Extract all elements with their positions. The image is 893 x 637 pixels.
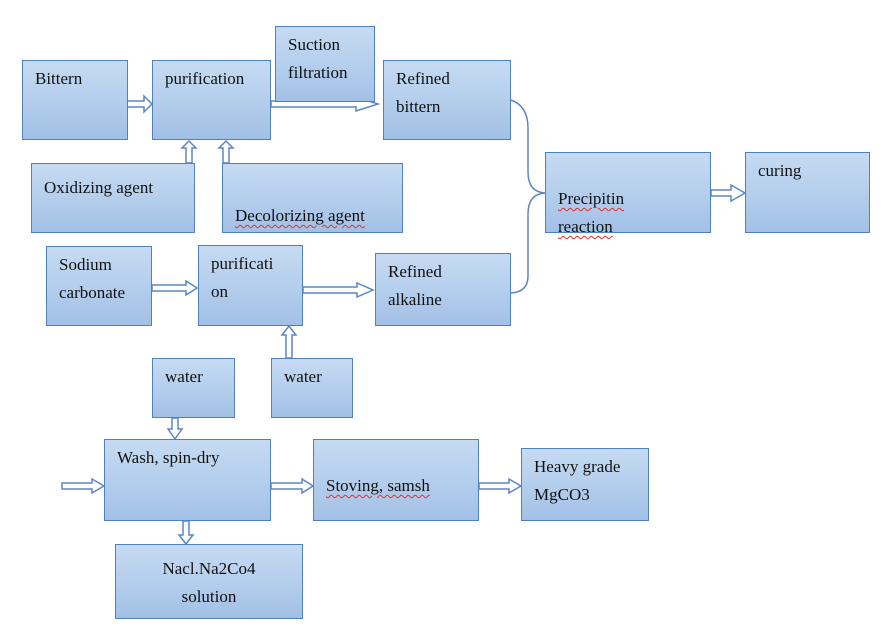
stoving-samsh-label: Stoving, samsh (326, 476, 430, 495)
oxidizing-agent-box: Oxidizing agent (31, 163, 195, 233)
arrow-stoving-to-heavy (478, 477, 523, 495)
arrow-incoming-to-wash (61, 477, 106, 495)
bracket-connector (510, 99, 546, 294)
arrow-water-to-wash (166, 417, 184, 441)
arrow-purification-to-refined-alkaline (302, 281, 375, 299)
water-box-left: water (152, 358, 235, 418)
curing-box: curing (745, 152, 870, 233)
arrow-decolorizing-to-purification (217, 139, 235, 164)
purification-box: purification (152, 60, 271, 140)
arrow-bittern-to-purification (126, 94, 154, 114)
refined-bittern-box: Refined bittern (383, 60, 511, 140)
arrow-sodium-to-purification (151, 279, 199, 297)
refined-alkaline-box: Refined alkaline (375, 253, 511, 326)
arrow-wash-to-stoving (270, 477, 315, 495)
purification-2-box: purificati on (198, 245, 303, 326)
precipitin-reaction-box: Precipitin reaction (545, 152, 711, 236)
arrow-water-to-purification (280, 324, 298, 359)
bittern-box: Bittern (22, 60, 128, 140)
sodium-carbonate-box: Sodium carbonate (46, 246, 152, 326)
stoving-samsh-box: Stoving, samsh (313, 439, 479, 521)
wash-spin-dry-box: Wash, spin-dry (104, 439, 271, 521)
water-box-right: water (271, 358, 353, 418)
arrow-precipitin-to-curing (710, 183, 747, 203)
nacl-solution-box: Nacl.Na2Co4 solution (115, 544, 303, 619)
decolorizing-agent-label: Decolorizing agent (235, 206, 365, 225)
arrow-wash-to-nacl (177, 520, 195, 546)
suction-filtration-box: Suction filtration (275, 26, 375, 102)
decolorizing-agent-box: Decolorizing agent (222, 163, 403, 233)
precipitin-reaction-label: Precipitin reaction (558, 189, 625, 236)
heavy-grade-box: Heavy grade MgCO3 (521, 448, 649, 521)
arrow-oxidizing-to-purification (180, 139, 198, 164)
